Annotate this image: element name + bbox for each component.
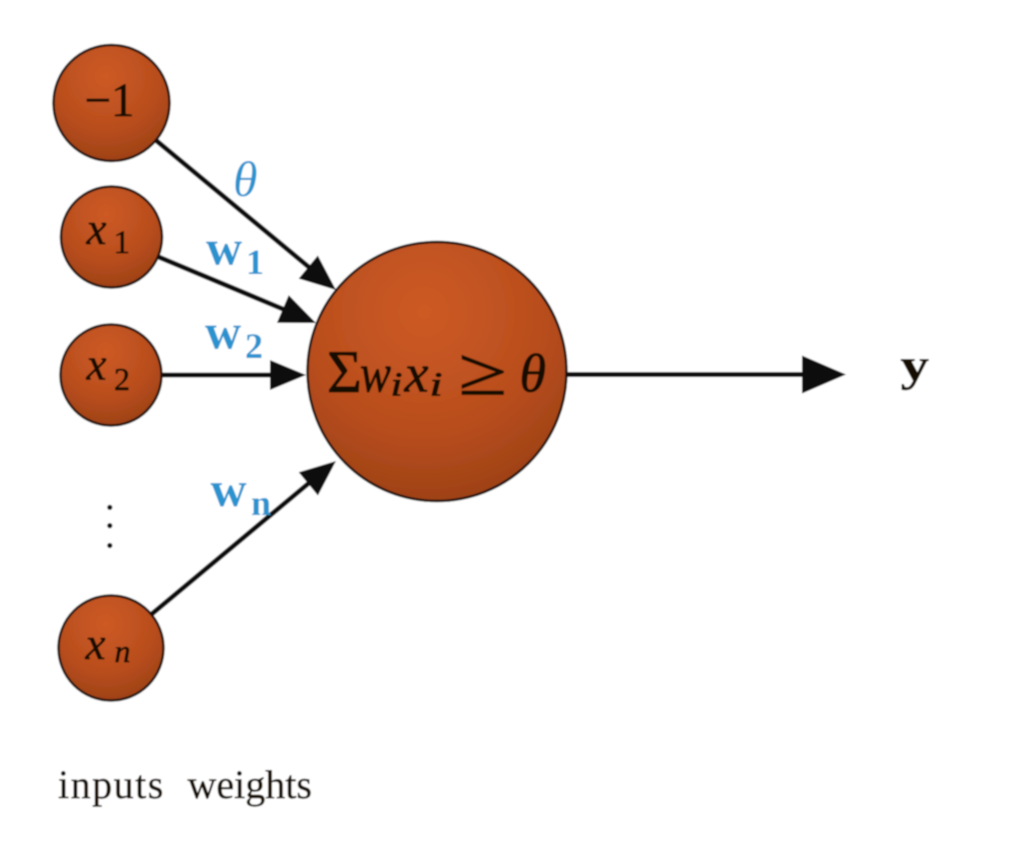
svg-text:y: y [901,340,930,391]
svg-text:n: n [115,633,131,669]
svg-text:1: 1 [246,242,264,282]
svg-text:w: w [211,461,247,517]
svg-text:2: 2 [245,326,263,366]
svg-text:n: n [251,483,271,523]
svg-text:x: x [86,204,107,254]
svg-text:−1: −1 [85,74,135,127]
svg-text:w: w [205,304,241,360]
svg-text:2: 2 [114,361,130,397]
svg-text:1: 1 [114,225,131,261]
svg-text:θ: θ [233,151,258,207]
svg-text:Σwixi≥θ: Σwixi≥θ [327,334,546,410]
svg-text:inputs: inputs [58,762,165,807]
svg-text:weights: weights [188,762,312,807]
svg-text:x: x [86,340,107,390]
svg-text:x: x [85,619,106,669]
svg-text:w: w [206,220,242,276]
